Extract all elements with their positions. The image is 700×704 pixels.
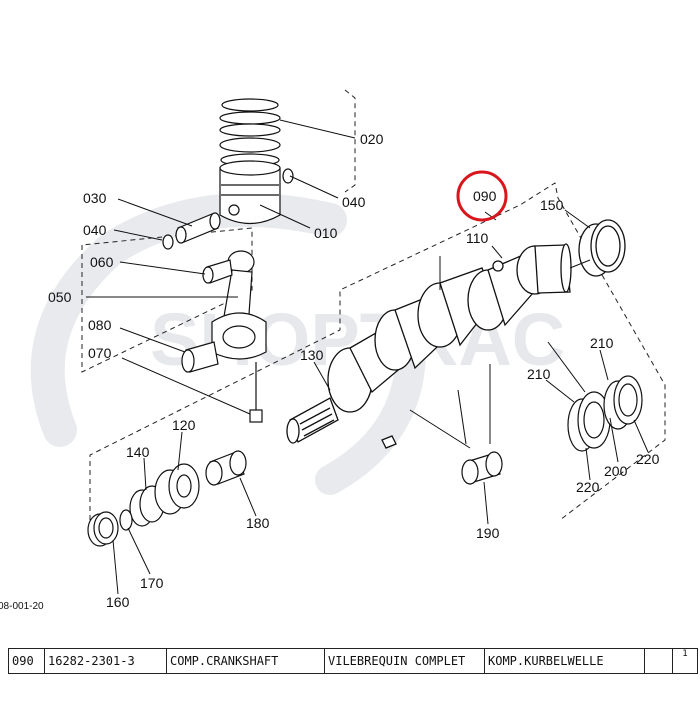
callout-220b[interactable]: 220 xyxy=(636,451,660,467)
bearing-180 xyxy=(205,450,247,486)
main-bearing xyxy=(461,451,503,485)
leader-010 xyxy=(259,204,311,229)
leader-110 xyxy=(491,245,503,259)
callout-150[interactable]: 150 xyxy=(540,197,564,213)
quantity-cell: 1 xyxy=(672,648,698,674)
callout-050[interactable]: 050 xyxy=(48,289,72,305)
blank-cell xyxy=(644,648,673,674)
leader-090 xyxy=(484,211,497,221)
arrow-thrust xyxy=(547,341,586,393)
piston-assembly xyxy=(219,98,294,224)
leader-030 xyxy=(117,198,193,227)
callout-140[interactable]: 140 xyxy=(126,444,150,460)
arrow-main-bearing-2 xyxy=(457,389,467,445)
leader-170 xyxy=(127,527,151,575)
thrust-bearings xyxy=(567,375,643,452)
callout-060[interactable]: 060 xyxy=(90,254,114,270)
leader-020 xyxy=(279,119,356,139)
crankshaft xyxy=(286,243,572,449)
table-row[interactable]: 090 16282-2301-3 COMP.CRANKSHAFT VILEBRE… xyxy=(8,648,698,674)
leader-220a xyxy=(585,447,591,481)
description-fr-cell: VILEBREQUIN COMPLET xyxy=(324,648,485,674)
callout-040b[interactable]: 040 xyxy=(342,194,366,210)
callout-110[interactable]: 110 xyxy=(466,230,489,246)
leader-070 xyxy=(121,357,251,415)
callout-130[interactable]: 130 xyxy=(300,347,324,363)
leader-120 xyxy=(177,431,183,471)
parts-table: 090 16282-2301-3 COMP.CRANKSHAFT VILEBRE… xyxy=(8,648,698,674)
crankshaft-group-outline xyxy=(89,182,666,521)
callout-160[interactable]: 160 xyxy=(106,594,130,610)
piston-pin xyxy=(162,212,221,250)
gears xyxy=(129,463,200,527)
highlight-circle xyxy=(456,170,508,222)
callout-080[interactable]: 080 xyxy=(88,317,112,333)
leader-200 xyxy=(609,417,619,463)
callout-030[interactable]: 030 xyxy=(83,190,107,206)
callout-210b[interactable]: 210 xyxy=(590,335,614,351)
callout-210a[interactable]: 210 xyxy=(527,366,551,382)
leader-130 xyxy=(313,361,331,391)
leader-210b xyxy=(599,349,609,381)
callout-020[interactable]: 020 xyxy=(360,131,384,147)
leader-150 xyxy=(564,209,591,229)
description-de-cell: KOMP.KURBELWELLE xyxy=(484,648,645,674)
callout-200[interactable]: 200 xyxy=(604,463,628,479)
piston-group-bracket xyxy=(344,89,356,193)
watermark: SHOPTRAC xyxy=(30,193,565,495)
callout-010[interactable]: 010 xyxy=(314,225,338,241)
callout-120[interactable]: 120 xyxy=(172,417,196,433)
part-number-cell: 16282-2301-3 xyxy=(44,648,167,674)
leader-140 xyxy=(143,457,147,491)
callout-070[interactable]: 070 xyxy=(88,345,112,361)
callout-040a[interactable]: 040 xyxy=(83,222,107,238)
callout-090[interactable]: 090 xyxy=(473,188,497,204)
leader-040b xyxy=(289,175,339,199)
leader-180 xyxy=(239,477,257,517)
leader-080 xyxy=(119,327,186,353)
leader-060 xyxy=(119,261,206,275)
oil-seal xyxy=(578,219,626,277)
front-seal xyxy=(87,509,133,547)
connecting-rod xyxy=(181,250,267,423)
callout-190[interactable]: 190 xyxy=(476,525,500,541)
ref-cell: 090 xyxy=(8,648,45,674)
callout-220a[interactable]: 220 xyxy=(576,479,600,495)
callout-170[interactable]: 170 xyxy=(140,575,164,591)
leader-160 xyxy=(112,539,119,595)
leader-040a xyxy=(113,229,163,241)
leader-220b xyxy=(633,419,649,453)
arrow-main-bearing xyxy=(409,409,471,449)
leader-210a xyxy=(545,379,575,403)
callout-180[interactable]: 180 xyxy=(246,515,270,531)
diagram-ref-code: 08-001-20 xyxy=(0,601,44,612)
arrow-oil-seal xyxy=(569,259,591,269)
leader-190 xyxy=(483,481,489,525)
description-en-cell: COMP.CRANKSHAFT xyxy=(166,648,325,674)
